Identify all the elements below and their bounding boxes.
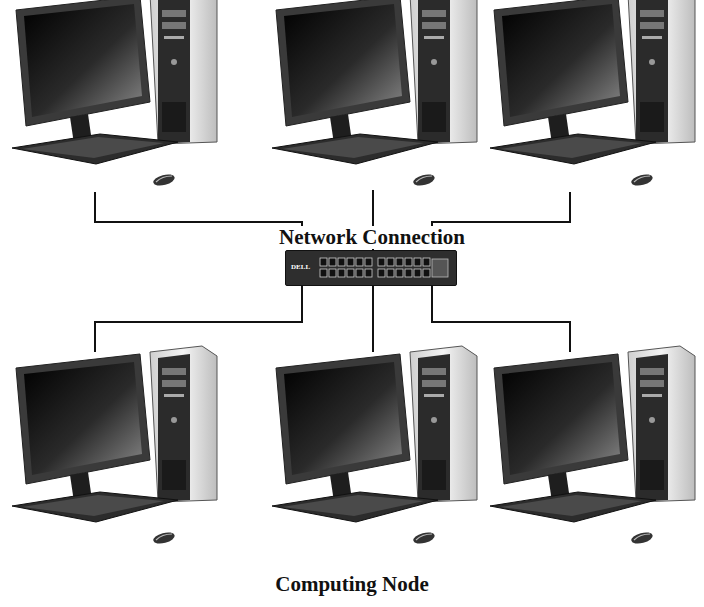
figure-caption: Computing Node [275,573,428,596]
switch-heading: Network Connection [277,226,467,249]
network-switch: Network ConnectionDELL [285,250,457,286]
switch-ports [286,251,456,285]
brand-logo: DELL [291,264,310,272]
